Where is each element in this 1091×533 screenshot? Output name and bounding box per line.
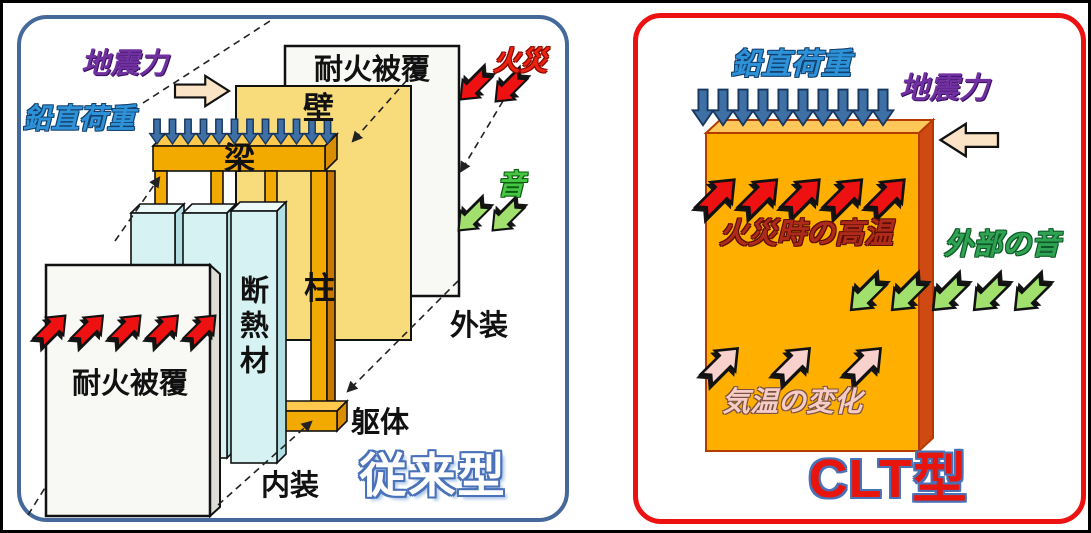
label-external-sound: 外部の音	[943, 229, 1060, 261]
label-fire: 火災	[493, 46, 547, 76]
label-vertical-load-left: 鉛直荷重	[23, 103, 136, 134]
label-seismic-force-right: 地震力	[899, 72, 989, 105]
title-clt-type: CLT型	[808, 449, 968, 509]
label-interior: 内装	[261, 470, 320, 502]
label-beam: 梁	[224, 141, 255, 176]
label-exterior: 外装	[450, 310, 509, 342]
label-seismic-force-left: 地震力	[81, 48, 169, 80]
label-insulation: 断熱材	[235, 275, 268, 380]
clt-type-panel	[633, 13, 1086, 524]
label-column: 柱	[304, 271, 335, 306]
label-frame-body: 躯体	[351, 407, 410, 439]
label-vertical-load-right: 鉛直荷重	[731, 48, 851, 81]
label-temperature-change: 気温の変化	[721, 386, 862, 417]
title-conventional-type: 従来型	[359, 449, 507, 502]
label-fireproof-cover-outer: 耐火被覆	[313, 54, 430, 86]
label-fireproof-cover-inner: 耐火被覆	[71, 368, 188, 400]
label-fire-heat: 火災時の高温	[718, 218, 893, 250]
label-sound: 音	[497, 169, 526, 200]
label-wall: 壁	[303, 91, 334, 126]
conventional-type-panel	[17, 15, 569, 522]
